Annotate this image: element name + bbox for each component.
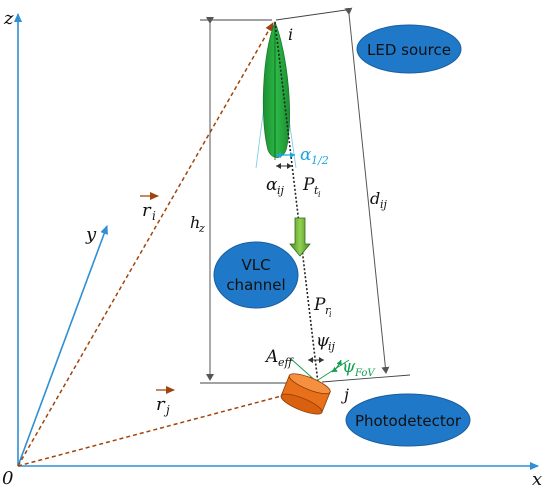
signal-direction-arrow [289,217,311,257]
svg-text:eff: eff [278,356,295,369]
vlc-channel-block: VLC channel [213,241,299,309]
svg-text:1/2: 1/2 [311,154,329,167]
svg-text:ij: ij [277,184,285,197]
svg-text:t: t [314,184,319,197]
psi-fov-arc [331,359,343,373]
vector-r-j [17,388,305,467]
svg-text:Photodetector: Photodetector [355,412,462,430]
svg-text:i: i [318,190,321,199]
alpha-ij-label: α ij [266,175,285,197]
svg-text:P: P [313,295,326,315]
svg-text:ψ: ψ [342,357,356,377]
x-axis-label: x [532,469,542,490]
svg-text:r: r [142,200,152,221]
svg-text:α: α [300,145,312,165]
node-j-label: j [341,385,349,404]
svg-text:z: z [198,222,205,235]
svg-text:ij: ij [380,198,388,211]
d-ij-dimension [344,7,390,374]
origin-label: 0 [2,468,13,489]
psi-ij-label: ψ ij [316,331,336,353]
svg-text:r: r [156,394,166,415]
bottom-slant-line [321,374,411,383]
p-t-i-label: P t i [302,175,321,199]
node-i-label: i [288,25,293,44]
p-r-i-label: P r i [313,295,332,319]
svg-text:VLC: VLC [241,256,270,274]
h-z-label: h z [190,213,205,235]
top-slant-line [275,9,347,21]
y-axis-label: y [85,224,97,245]
photodetector-shape [280,373,331,415]
svg-text:i: i [329,310,332,319]
led-source-block: LED source [356,24,462,74]
vector-r-i [17,22,274,467]
z-axis-label: z [3,8,14,29]
svg-text:h: h [190,213,200,232]
svg-text:d: d [370,189,380,208]
y-axis [17,225,108,467]
alpha-half-label: α 1/2 [300,145,329,167]
svg-text:FoV: FoV [354,368,376,379]
svg-text:ij: ij [328,340,336,353]
svg-text:r: r [325,304,331,317]
svg-text:A: A [264,347,278,367]
a-eff-label: A eff [264,347,295,369]
svg-text:ψ: ψ [316,331,330,351]
svg-text:i: i [152,209,156,223]
vector-r-i-label: r i [140,192,159,223]
los-path [274,21,319,384]
photodetector-block: Photodetector [345,393,471,447]
psi-fov-label: ψ FoV [342,357,376,379]
svg-text:channel: channel [226,276,285,294]
radiation-lobe [262,20,290,158]
vector-r-j-label: r j [156,386,175,417]
svg-text:j: j [163,403,170,417]
svg-text:P: P [302,175,315,195]
svg-text:LED source: LED source [367,41,451,59]
svg-text:α: α [266,175,278,195]
d-ij-label: d ij [370,189,388,211]
